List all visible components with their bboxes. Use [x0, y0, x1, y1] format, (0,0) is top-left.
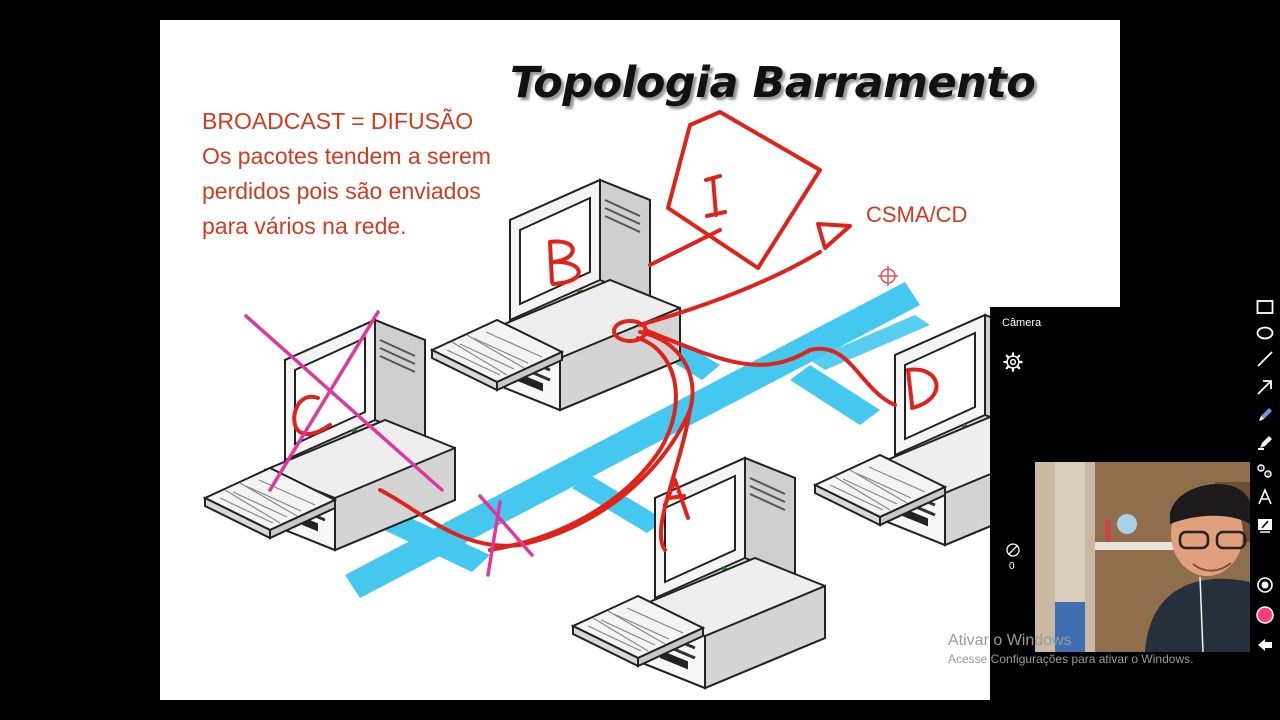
svg-text:2: 2	[1267, 473, 1270, 479]
note-line: Os pacotes tendem a serem	[202, 139, 491, 174]
recording-icon[interactable]	[1005, 542, 1021, 558]
gear-icon[interactable]	[1002, 351, 1024, 373]
line-icon[interactable]	[1254, 348, 1276, 370]
pen-icon[interactable]	[1254, 404, 1276, 426]
undo-icon[interactable]	[1254, 634, 1276, 656]
slide-title: Topologia Barramento	[510, 58, 1035, 108]
note-line: perdidos pois são enviados	[202, 174, 491, 209]
color-swatch-icon[interactable]	[1254, 604, 1276, 626]
text-icon[interactable]	[1254, 486, 1276, 508]
watermark-line2: Acesse Configurações para ativar o Windo…	[948, 652, 1193, 666]
recording-count: 0	[1009, 561, 1015, 572]
arrow-icon[interactable]	[1254, 376, 1276, 398]
highlighter-icon[interactable]	[1254, 432, 1276, 454]
watermark-line1: Ativar o Windows	[948, 632, 1193, 650]
rectangle-icon[interactable]	[1254, 296, 1276, 318]
broadcast-note: BROADCAST = DIFUSÃO Os pacotes tendem a …	[202, 104, 491, 244]
svg-text:1: 1	[1260, 467, 1263, 473]
note-line: para vários na rede.	[202, 209, 491, 244]
camera-title: Câmera	[1002, 317, 1041, 329]
note-line: BROADCAST = DIFUSÃO	[202, 104, 491, 139]
clear-icon[interactable]	[1254, 514, 1276, 536]
presentation-slide: Topologia Barramento BROADCAST = DIFUSÃO…	[160, 20, 1120, 700]
csma-cd-label: CSMA/CD	[866, 202, 967, 228]
windows-activation-watermark: Ativar o Windows Acesse Configurações pa…	[948, 632, 1193, 666]
pointer-icon[interactable]	[1254, 574, 1276, 596]
ellipse-icon[interactable]	[1254, 322, 1276, 344]
pen-cursor-icon	[878, 266, 898, 286]
webcam-feed	[1035, 462, 1250, 652]
